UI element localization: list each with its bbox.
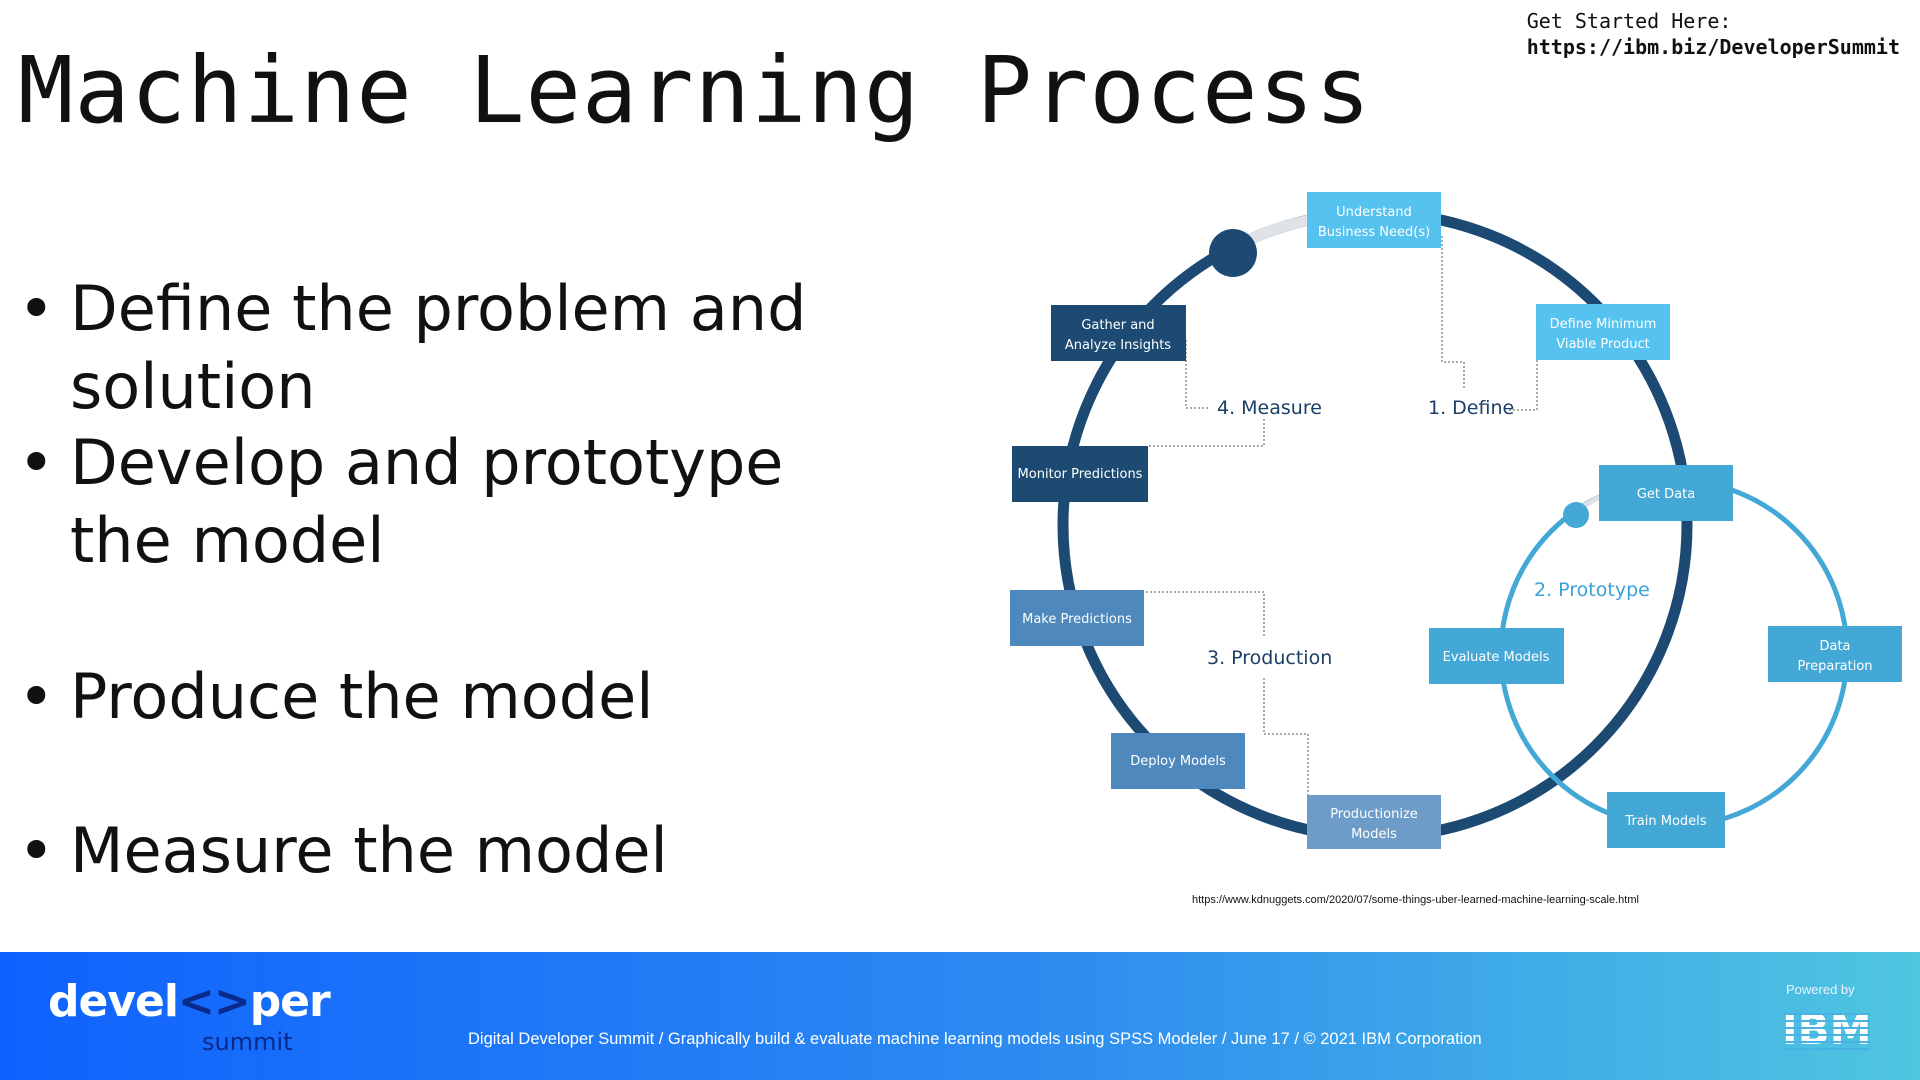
get-started-label: Get Started Here: <box>1526 9 1732 33</box>
bullet-dot: • <box>18 660 55 733</box>
bullet-text: Produce the model <box>70 660 654 733</box>
step-productionize-models: Productionize Models <box>1307 795 1441 849</box>
production-connector-top <box>1146 591 1265 638</box>
logo-text-left: devel <box>48 976 179 1027</box>
step-data-preparation: Data Preparation <box>1768 626 1902 682</box>
phase-label-prototype: 2. Prototype <box>1534 579 1650 601</box>
define-connector <box>1441 236 1465 390</box>
bullet-text: Develop and prototype the model <box>70 426 784 577</box>
powered-by-label: Powered by <box>1786 982 1855 997</box>
step-deploy-models: Deploy Models <box>1111 733 1245 789</box>
svg-text:Evaluate Models: Evaluate Models <box>1443 650 1550 665</box>
get-started-block: Get Started Here: https://ibm.biz/Develo… <box>1527 8 1900 60</box>
svg-text:Models: Models <box>1351 827 1397 842</box>
slide-title: Machine Learning Process <box>18 37 1372 144</box>
footer-bar: devel<>per summit Digital Developer Summ… <box>0 952 1920 1080</box>
ibm-logo-text: IBM <box>1782 1008 1870 1052</box>
svg-text:Preparation: Preparation <box>1797 659 1872 674</box>
code-brackets-icon: <> <box>177 976 251 1027</box>
ml-process-diagram: 1. Define 2. Prototype 3. Production 4. … <box>1010 192 1902 849</box>
svg-text:Train Models: Train Models <box>1624 814 1706 829</box>
prototype-cycle-start-dot <box>1563 502 1589 528</box>
source-url[interactable]: https://www.kdnuggets.com/2020/07/some-t… <box>1192 894 1639 906</box>
phase-connectors <box>1146 236 1538 796</box>
step-evaluate-models: Evaluate Models <box>1429 628 1564 684</box>
measure-connector-lower <box>1149 418 1265 447</box>
svg-text:Deploy Models: Deploy Models <box>1130 754 1226 769</box>
get-started-url[interactable]: https://ibm.biz/DeveloperSummit <box>1526 35 1900 59</box>
svg-text:Get Data: Get Data <box>1637 487 1695 502</box>
main-cycle-start-dot <box>1209 229 1257 277</box>
svg-text:Understand: Understand <box>1336 205 1412 220</box>
ibm-logo: IBM <box>1782 1008 1870 1052</box>
step-define-mvp: Define Minimum Viable Product <box>1536 304 1670 360</box>
svg-text:Make Predictions: Make Predictions <box>1022 612 1132 627</box>
developer-logo: devel<>per <box>48 976 331 1027</box>
step-understand-business-need: Understand Business Need(s) <box>1307 192 1441 248</box>
bullet-dot: • <box>18 272 55 345</box>
step-train-models: Train Models <box>1607 792 1725 848</box>
step-get-data: Get Data <box>1599 465 1733 521</box>
svg-text:Analyze Insights: Analyze Insights <box>1065 338 1171 353</box>
logo-subtitle: summit <box>202 1028 293 1056</box>
bullet-text: Measure the model <box>70 814 668 887</box>
svg-text:Productionize: Productionize <box>1330 807 1418 822</box>
define-connector-right <box>1508 360 1538 411</box>
measure-connector <box>1185 340 1210 409</box>
phase-label-production: 3. Production <box>1207 647 1332 669</box>
bullet-dot: • <box>18 426 55 499</box>
phase-label-measure: 4. Measure <box>1217 397 1322 419</box>
svg-text:Monitor Predictions: Monitor Predictions <box>1018 467 1143 482</box>
svg-text:Data: Data <box>1819 639 1850 654</box>
bullet-text: Define the problem and solution <box>70 272 807 423</box>
production-connector-bottom <box>1263 678 1309 796</box>
svg-text:Business Need(s): Business Need(s) <box>1318 225 1430 240</box>
step-gather-analyze-insights: Gather and Analyze Insights <box>1051 305 1186 361</box>
step-monitor-predictions: Monitor Predictions <box>1012 446 1148 502</box>
bullet-dot: • <box>18 814 55 887</box>
phase-label-define: 1. Define <box>1428 397 1514 419</box>
logo-text-right: per <box>249 976 331 1027</box>
step-make-predictions: Make Predictions <box>1010 590 1144 646</box>
footer-caption: Digital Developer Summit / Graphically b… <box>468 1030 1482 1048</box>
svg-text:Define Minimum: Define Minimum <box>1550 317 1657 332</box>
svg-text:Viable Product: Viable Product <box>1556 337 1650 352</box>
svg-text:Gather and: Gather and <box>1081 318 1154 333</box>
